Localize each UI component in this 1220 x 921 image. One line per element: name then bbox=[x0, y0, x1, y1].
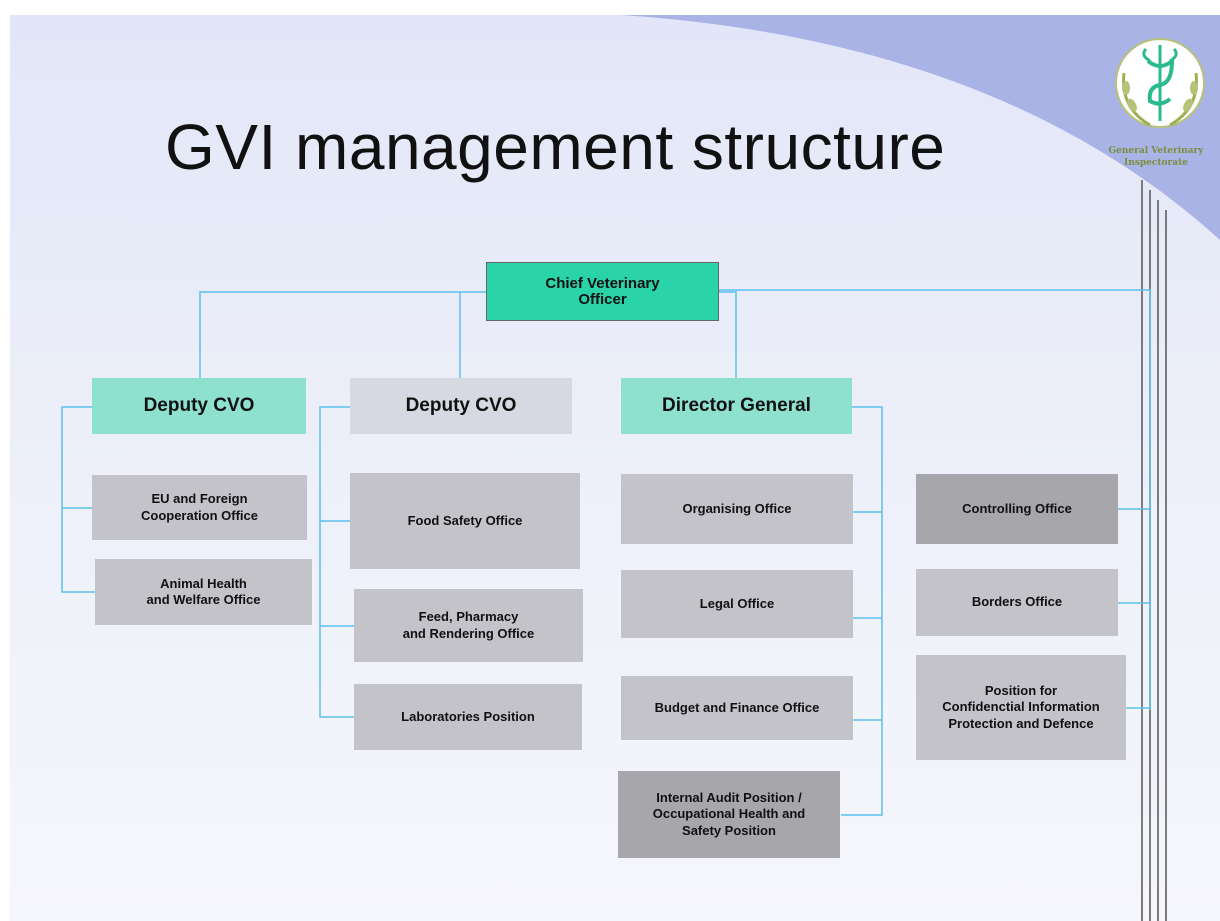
slide: GVI management structure bbox=[10, 15, 1220, 921]
connector-deputy2 bbox=[319, 406, 354, 718]
connector-lines bbox=[61, 289, 1151, 816]
internal-audit-position: Internal Audit Position / Occupational H… bbox=[618, 771, 840, 858]
deputy-cvo-2: Deputy CVO bbox=[350, 378, 572, 434]
animal-health-welfare-office: Animal Health and Welfare Office bbox=[95, 559, 312, 625]
chief-veterinary-officer: Chief Veterinary Officer bbox=[486, 262, 719, 321]
controlling-office: Controlling Office bbox=[916, 474, 1118, 544]
connector-chief-right bbox=[718, 289, 1151, 710]
borders-office: Borders Office bbox=[916, 569, 1118, 636]
connector-director bbox=[841, 406, 883, 816]
connector-chief-left bbox=[199, 291, 487, 378]
legal-office: Legal Office bbox=[621, 570, 853, 638]
director-general: Director General bbox=[621, 378, 852, 434]
logo-text: General Veterinary Inspectorate bbox=[1108, 146, 1204, 169]
connector-chief-director bbox=[718, 291, 737, 378]
connector-deputy1 bbox=[61, 406, 95, 593]
slide-title: GVI management structure bbox=[165, 111, 946, 183]
accent-curve bbox=[620, 15, 1220, 240]
eu-foreign-cooperation-office: EU and Foreign Cooperation Office bbox=[92, 475, 307, 540]
budget-finance-office: Budget and Finance Office bbox=[621, 676, 853, 740]
confidential-information-position: Position for Confidenctial Information P… bbox=[916, 655, 1126, 760]
gvi-logo: General Veterinary Inspectorate bbox=[1100, 33, 1220, 193]
background-decoration bbox=[620, 15, 1220, 921]
food-safety-office: Food Safety Office bbox=[350, 473, 580, 569]
laboratories-position: Laboratories Position bbox=[354, 684, 582, 750]
deputy-cvo-1: Deputy CVO bbox=[92, 378, 306, 434]
organising-office: Organising Office bbox=[621, 474, 853, 544]
feed-pharmacy-rendering-office: Feed, Pharmacy and Rendering Office bbox=[354, 589, 583, 662]
caduceus-icon bbox=[1115, 38, 1205, 128]
